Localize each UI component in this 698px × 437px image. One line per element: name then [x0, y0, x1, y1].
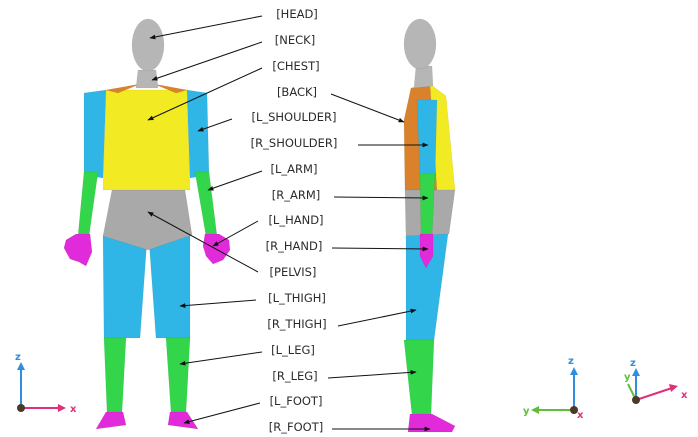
label-l-hand: [L_HAND]: [268, 213, 323, 227]
front-left-shoulder: [84, 90, 106, 178]
label-r-foot: [R_FOOT]: [269, 420, 323, 434]
side-view-figure: [404, 19, 455, 432]
leader-r-thigh: [338, 310, 416, 326]
front-axis-triad: z x: [15, 352, 77, 415]
label-r-shoulder: [R_SHOULDER]: [251, 136, 338, 150]
side-head: [404, 19, 436, 69]
front-x-label: x: [70, 404, 77, 415]
leader-l-arm: [208, 171, 262, 190]
side-x-label: x: [577, 410, 584, 421]
label-back: [BACK]: [277, 85, 317, 99]
side-y-label: y: [523, 406, 530, 417]
iso-z-label: z: [630, 358, 636, 369]
label-l-foot: [L_FOOT]: [270, 394, 323, 408]
leader-head: [150, 16, 262, 38]
leader-l-foot: [184, 403, 260, 423]
front-right-leg: [166, 338, 190, 412]
label-l-thigh: [L_THIGH]: [268, 291, 326, 305]
side-shoulder: [417, 100, 437, 176]
iso-y-label: y: [624, 372, 631, 383]
label-chest: [CHEST]: [272, 59, 319, 73]
leader-l-leg: [180, 352, 262, 364]
front-chest: [103, 90, 190, 190]
label-r-hand: [R_HAND]: [266, 239, 323, 253]
label-r-leg: [R_LEG]: [272, 369, 317, 383]
front-origin: [17, 404, 25, 412]
leader-l-thigh: [180, 300, 256, 306]
side-axis-triad: z y x: [523, 356, 584, 421]
front-z-label: z: [15, 352, 21, 363]
leader-l-hand: [213, 221, 258, 246]
front-left-hand: [64, 234, 92, 266]
label-l-arm: [L_ARM]: [271, 162, 318, 176]
iso-x-axis: [636, 388, 672, 400]
front-left-thigh: [103, 235, 147, 338]
side-leg: [404, 340, 434, 415]
iso-x-arrowhead: [669, 384, 678, 392]
iso-axis-triad: z y x: [624, 358, 688, 404]
label-pelvis: [PELVIS]: [270, 265, 317, 279]
label-neck: [NECK]: [275, 33, 315, 47]
front-head: [132, 19, 164, 71]
front-z-arrowhead: [17, 362, 25, 370]
leader-neck: [152, 42, 262, 80]
leader-r-leg: [328, 372, 416, 378]
side-arm: [420, 174, 435, 236]
front-right-shoulder: [187, 90, 209, 178]
side-z-arrowhead: [570, 367, 578, 375]
label-group: [HEAD] [NECK] [CHEST] [BACK] [L_SHOULDER…: [251, 7, 338, 434]
front-left-arm: [78, 172, 98, 236]
label-head: [HEAD]: [276, 7, 318, 21]
label-r-arm: [R_ARM]: [272, 188, 321, 202]
side-neck: [414, 66, 433, 88]
iso-z-arrowhead: [632, 368, 640, 376]
leader-back: [331, 94, 404, 122]
front-view-figure: [64, 19, 230, 429]
front-x-arrowhead: [58, 404, 66, 412]
front-right-arm: [195, 172, 217, 236]
label-l-leg: [L_LEG]: [271, 343, 315, 357]
front-left-leg: [104, 338, 126, 412]
iso-origin: [632, 396, 640, 404]
iso-x-label: x: [681, 390, 688, 401]
front-right-thigh: [149, 234, 190, 338]
side-y-arrowhead: [531, 406, 539, 414]
front-left-foot: [96, 412, 126, 429]
label-r-thigh: [R_THIGH]: [267, 317, 326, 331]
side-z-label: z: [568, 356, 574, 367]
label-l-shoulder: [L_SHOULDER]: [251, 110, 336, 124]
